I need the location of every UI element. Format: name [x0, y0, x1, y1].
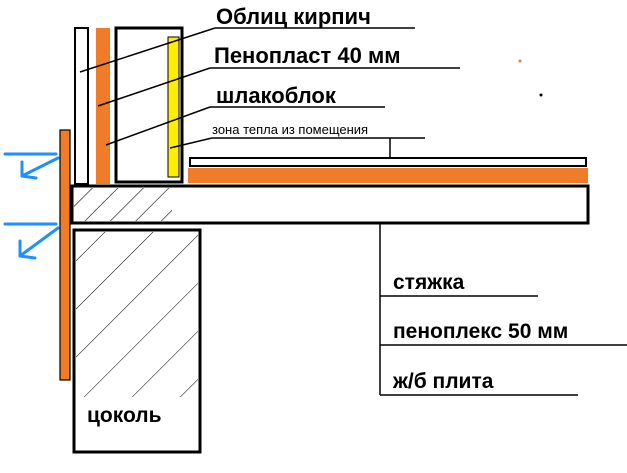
penoplex-layer [188, 168, 588, 183]
screed-layer [189, 157, 587, 167]
heat-loss-arrow-icon [3, 222, 60, 260]
speck-dot [518, 59, 522, 63]
warm-zone-strip [167, 36, 180, 178]
speck-dot [539, 93, 543, 97]
leader-lines [79, 27, 627, 396]
label-penoplex: пеноплекс 50 мм [393, 320, 568, 343]
plinth-hatch [76, 232, 198, 397]
label-slab: ж/б плита [392, 370, 494, 393]
heat-loss-arrow-icon [3, 152, 60, 180]
label-slag-block: шлакоблок [216, 83, 337, 108]
plinth-insulation [59, 129, 71, 381]
label-foam: Пенопласт 40 мм [214, 43, 401, 68]
label-screed: стяжка [393, 271, 465, 294]
concrete-slab-hatch [74, 188, 172, 221]
label-warm-zone: зона тепла из помещения [212, 122, 368, 137]
label-facing-brick: Облиц кирпич [216, 4, 371, 29]
label-plinth: цоколь [87, 404, 162, 427]
facing-brick-layer [74, 27, 89, 185]
